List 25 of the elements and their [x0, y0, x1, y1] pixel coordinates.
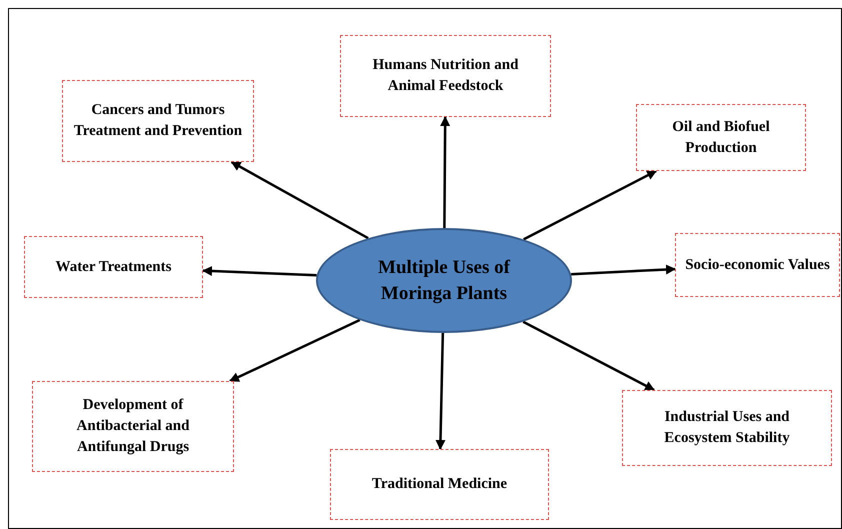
node-text: Socio-economic Values — [685, 256, 830, 274]
arrow — [571, 264, 676, 276]
use-box — [675, 233, 840, 297]
node-text: Cancers and Tumors Treatment and Prevention — [72, 101, 244, 141]
arrow — [230, 160, 369, 240]
arrow — [229, 318, 360, 382]
use-box — [340, 35, 551, 117]
node-text: Traditional Medicine — [372, 475, 508, 494]
node-text: Humans Nutrition and Animal Feedstock — [372, 56, 520, 96]
node-text: Oil and Biofuel Production — [671, 118, 771, 158]
use-box — [622, 390, 832, 466]
use-box — [32, 381, 234, 472]
arrow — [435, 332, 446, 450]
arrow — [440, 116, 450, 228]
use-box — [62, 80, 254, 162]
arrow — [202, 266, 317, 277]
use-box — [330, 449, 549, 520]
node-text: Industrial Uses and Ecosystem Stability — [663, 408, 791, 448]
node-text: Water Treatments — [56, 258, 172, 276]
arrow — [522, 320, 655, 392]
use-box — [24, 236, 203, 298]
node-text: Multiple Uses of Moringa Plants — [377, 256, 512, 306]
use-box — [636, 104, 806, 171]
node-text: Development of Antibacterial and Antifungal Drugs — [76, 396, 190, 457]
arrow — [523, 170, 657, 240]
